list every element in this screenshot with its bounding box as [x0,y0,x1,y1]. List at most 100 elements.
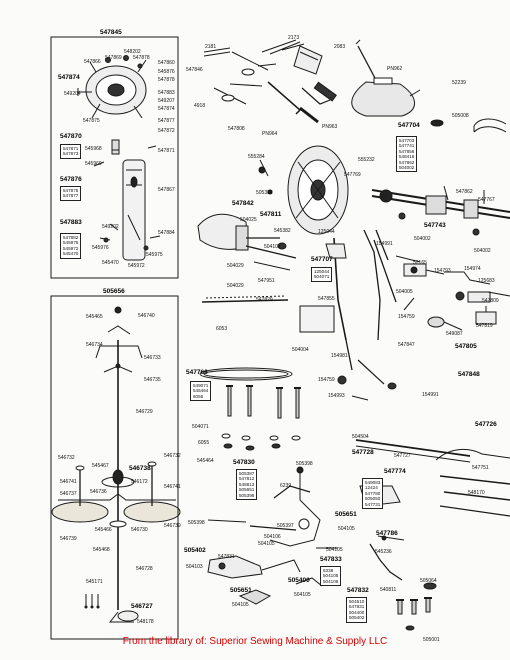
part-callout: 545468 [93,547,110,553]
group-title: 547786 [376,530,398,537]
part-list-item: 505050 [365,496,381,502]
part-callout: 154759 [398,314,415,320]
part-list-item: 6055 [193,393,204,399]
part-callout: 555284 [248,154,265,160]
part-list-item: 547871 [63,146,79,151]
part-callout: 545972 [128,263,145,269]
part-callout: 548202 [124,49,141,55]
group-title: 505651 [335,511,357,518]
part-callout: 546734 [86,342,103,348]
part-callout: 546735 [144,377,161,383]
part-callout: 504101 [264,244,281,250]
group-title: 546738 [129,465,151,472]
part-callout: 546732 [58,455,75,461]
part-callout: 546172 [131,479,148,485]
part-callout: 547831 [218,554,235,560]
part-callout: 547875 [83,118,100,124]
part-list-item: 547882 [63,235,79,240]
part-callout: 545236 [375,549,392,555]
part-callout: 505008 [452,113,469,119]
part-callout: 546736 [90,489,107,495]
part-list-item: 547812 [239,476,255,482]
part-callout: 547877 [158,118,175,124]
part-callout: 545968 [85,146,102,152]
part-callout: 546732 [164,453,181,459]
part-callout: 547809 [482,298,499,304]
part-callout: 547767 [478,197,495,203]
part-callout: 546728 [136,566,153,572]
part-callout: 154793 [434,268,451,274]
part-callout: 546741 [164,484,181,490]
part-callout: PN964 [262,131,278,137]
part-callout: 504106 [264,534,281,540]
part-callout: 504504 [352,434,369,440]
part-callout: 504025 [240,217,257,223]
part-callout: 547860 [158,60,175,66]
hook-assembly-drawing [77,55,161,261]
part-list-item: 545470 [63,251,79,257]
group-title: 547707 [311,256,333,263]
part-callout: 504004 [292,347,309,353]
part-list-item: 547873 [63,151,79,157]
group-title: 547743 [424,222,446,229]
group-title: 547774 [384,468,406,475]
group-title: 547876 [60,176,82,183]
part-callout: 548178 [137,619,154,625]
part-callout: 504002 [474,248,491,254]
part-list-item: 547877 [63,193,79,199]
part-list-item: 545972 [63,245,79,251]
part-callout: 6055 [198,440,210,446]
part-list-item: 548416 [399,154,415,160]
part-callout: 547871 [158,148,175,154]
part-callout: 6053 [216,326,228,332]
part-callout: 52239 [452,80,466,86]
group-title: 547832 [347,587,369,594]
part-callout: 505064 [420,578,437,584]
spool-panel-border [50,295,179,640]
part-callout: 504105 [294,592,311,598]
part-list-item: 549071 [193,383,209,388]
part-callout: 505398 [188,520,205,526]
part-callout: 547884 [158,230,175,236]
part-callout: 154759 [318,377,335,383]
part-callout: 504105 [258,541,275,547]
group-title: 505402 [184,547,206,554]
part-callout: 154991 [422,392,439,398]
part-callout: 547829 [256,297,273,303]
part-callout: 154974 [464,266,481,272]
part-callout: 547819 [476,323,493,329]
part-callout: PN962 [387,66,403,72]
part-callout: 154991 [376,241,393,247]
part-callout: 52165 [413,260,427,266]
part-callout: 546741 [60,479,77,485]
part-callout: 547872 [158,128,175,134]
part-callout: 547869 [105,55,122,61]
part-callout: 546739 [60,536,77,542]
part-callout: 504002 [414,236,431,242]
part-callout: 547846 [186,67,203,73]
part-callout: 547727 [394,453,411,459]
part-callout: 504105 [338,526,355,532]
part-list-item: 547856 [399,148,415,154]
part-callout: 547855 [318,296,335,302]
part-callout: 547751 [472,465,489,471]
part-callout: 504103 [186,564,203,570]
part-callout: 154981 [331,353,348,359]
part-list-item: 504071 [314,274,330,280]
group-title: 505651 [230,587,252,594]
part-list-item: 545464 [193,388,209,394]
part-list-item: 547831 [349,604,365,610]
part-list-item: 125044 [314,269,330,274]
part-callout: 545975 [146,252,163,258]
part-list-item: 547703 [399,138,415,143]
part-list-item: 504400 [349,609,365,615]
part-callout: 549207 [158,98,175,104]
part-callout: 547878 [133,55,150,61]
part-callout: 547878 [158,77,175,83]
